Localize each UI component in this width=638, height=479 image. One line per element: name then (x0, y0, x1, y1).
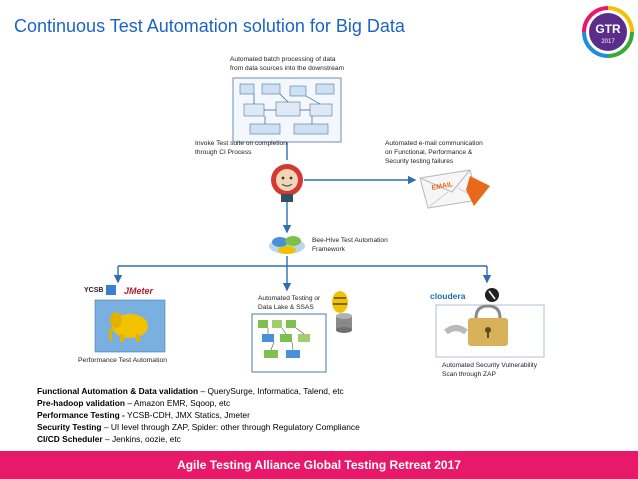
tool-list-item: Pre-hadoop validation – Amazon EMR, Sqoo… (37, 397, 360, 409)
architecture-diagram: Automated batch processing of data from … (78, 56, 545, 378)
email-envelope-icon: EMAIL (419, 169, 490, 209)
tool-list-item: Functional Automation & Data validation … (37, 385, 360, 397)
jenkins-icon (271, 164, 303, 202)
beehive-framework-icon (269, 236, 305, 254)
tool-category: Security Testing (37, 422, 102, 432)
tool-separator: – (101, 422, 111, 432)
ycsb-icon (106, 285, 116, 295)
datalake-label-line2: Data Lake & SSAS (258, 304, 314, 311)
email-label-line2: on Functional, Performance & (385, 149, 473, 156)
logo-ring (582, 6, 634, 58)
datalake-flow-icon (258, 320, 310, 358)
tool-category: CI/CD Scheduler (37, 434, 103, 444)
hadoop-elephant-icon (108, 312, 148, 342)
tool-category: Performance Testing - (37, 410, 125, 420)
hive-bee-icon (332, 291, 348, 313)
batch-flow-screenshot (232, 77, 342, 143)
tool-list-item: CI/CD Scheduler – Jenkins, oozie, etc (37, 433, 360, 445)
beehive-label-line2: Framework (312, 246, 346, 253)
tool-list: Functional Automation & Data validation … (37, 385, 360, 445)
tool-list-item: Security Testing – UI level through ZAP,… (37, 421, 360, 433)
email-label-line3: Security testing failures (385, 158, 454, 165)
batch-label-line1: Automated batch processing of data (230, 56, 336, 63)
footer-text: Agile Testing Alliance Global Testing Re… (177, 458, 461, 472)
jmeter-logo: JMeter (124, 286, 154, 296)
tool-list-item: Performance Testing - YCSB-CDH, JMX Stat… (37, 409, 360, 421)
gtr-logo: GTR 2017 (582, 6, 634, 58)
padlock-icon (444, 304, 508, 346)
zap-icon (485, 288, 499, 302)
performance-label: Performance Test Automation (78, 357, 167, 364)
security-label-line2: Scan through ZAP (442, 371, 496, 378)
security-label-line1: Automated Security Vulnerability (442, 362, 538, 369)
tool-category: Pre-hadoop validation (37, 398, 125, 408)
logo-year: 2017 (601, 39, 615, 45)
datalake-label-line1: Automated Testing or (258, 295, 321, 302)
batch-label-line2: from data sources into the downstream (230, 65, 344, 72)
database-icon (336, 313, 352, 333)
tool-names: Amazon EMR, Sqoop, etc (133, 398, 231, 408)
tool-category: Functional Automation & Data validation (37, 386, 199, 396)
footer-bar (0, 451, 638, 479)
page-title: Continuous Test Automation solution for … (14, 16, 405, 36)
invoke-label-line2: through CI Process (195, 149, 252, 156)
tool-separator: – (102, 434, 112, 444)
tool-separator: – (124, 398, 134, 408)
logo-text: GTR (595, 22, 621, 36)
beehive-label-line1: Bee-Hive Test Automation (312, 237, 388, 244)
email-label-line1: Automated e-mail communication (385, 140, 483, 147)
email-word: EMAIL (431, 181, 454, 192)
tool-names: QuerySurge, Informatica, Talend, etc (207, 386, 344, 396)
tool-names: Jenkins, oozie, etc (111, 434, 181, 444)
tool-names: UI level through ZAP, Spider: other thro… (110, 422, 360, 432)
tool-separator: – (198, 386, 208, 396)
tool-names: YCSB-CDH, JMX Statics, Jmeter (127, 410, 250, 420)
cloudera-logo: cloudera (430, 291, 466, 301)
ycsb-label: YCSB (84, 287, 103, 294)
invoke-label-line1: Invoke Test suite on completion (195, 140, 287, 147)
